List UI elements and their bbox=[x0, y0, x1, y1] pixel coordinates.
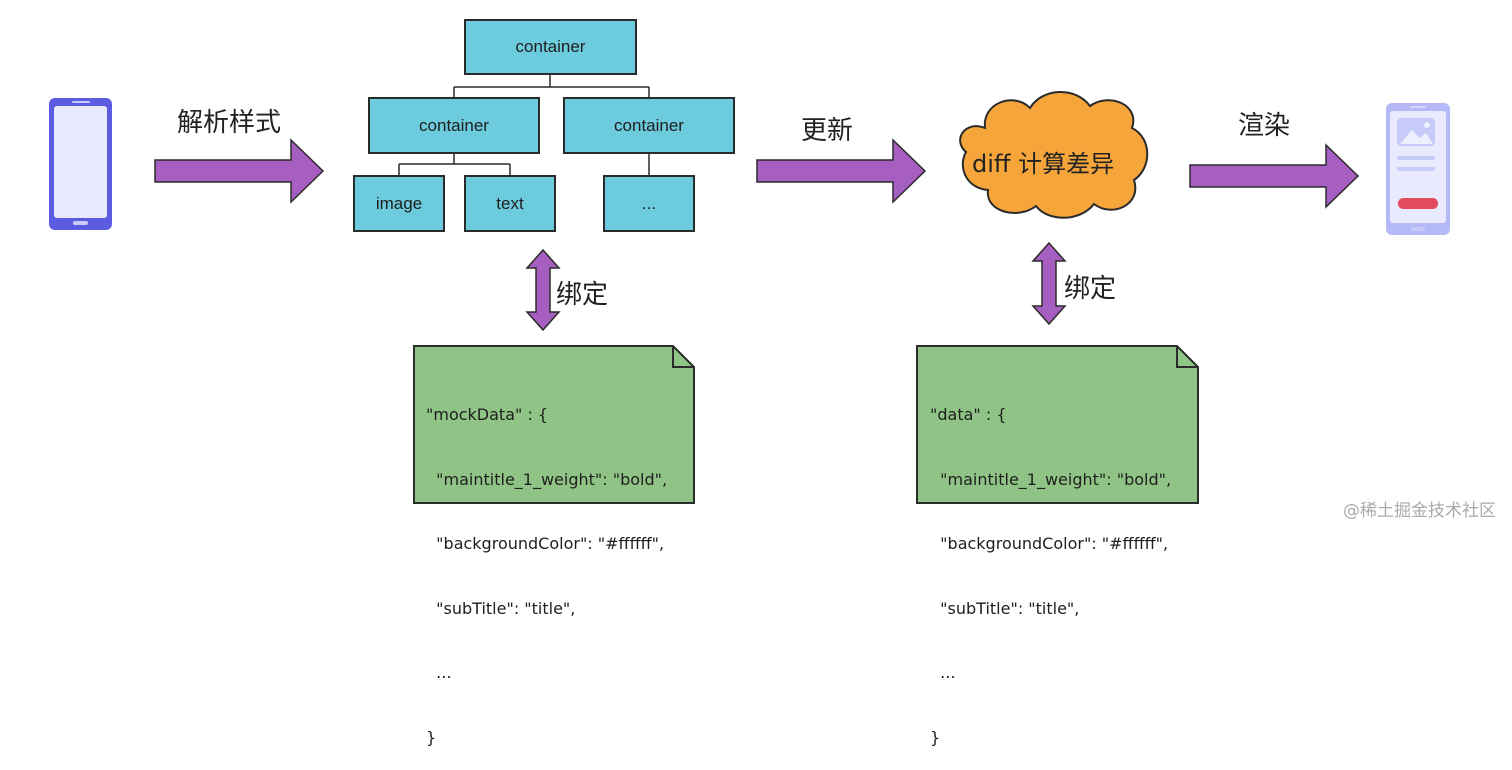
mock-data-line: "backgroundColor": "#ffffff", bbox=[426, 534, 665, 553]
ellipsis-node: ... bbox=[603, 175, 695, 232]
root-container-label: container bbox=[515, 37, 586, 56]
left-container-node: container bbox=[368, 97, 540, 154]
data-line: ... bbox=[930, 663, 956, 682]
data-line: "maintitle_1_weight": "bold", bbox=[930, 469, 1172, 489]
data-line: "data" : { bbox=[930, 405, 1007, 424]
mock-data-line: ... bbox=[426, 663, 452, 682]
ellipsis-node-label: ... bbox=[641, 193, 657, 213]
image-node-label: image bbox=[375, 193, 423, 213]
right-container-label: container bbox=[614, 115, 684, 135]
parse-style-label: 解析样式 bbox=[177, 108, 282, 138]
data-line: } bbox=[930, 727, 941, 747]
tree-connectors bbox=[398, 74, 650, 176]
bind-arrow-right bbox=[1031, 241, 1067, 326]
bind-arrow-left bbox=[525, 248, 561, 332]
mock-data-line: "mockData" : { bbox=[426, 405, 549, 424]
mock-data-line: "maintitle_1_weight": "bold", bbox=[426, 469, 668, 489]
diagram-canvas bbox=[49, 74, 1450, 504]
image-node: image bbox=[353, 175, 445, 232]
mock-data-note-text: "mockData" : { "maintitle_1_weight": "bo… bbox=[426, 361, 667, 770]
data-line: "subTitle": "title", bbox=[930, 598, 1080, 618]
mock-data-note-fold bbox=[672, 346, 694, 368]
rendered-phone-icon bbox=[1386, 103, 1450, 235]
bind-label-right: 绑定 bbox=[1064, 274, 1117, 304]
mock-data-line: "subTitle": "title", bbox=[426, 598, 576, 618]
root-container-node: container bbox=[464, 19, 637, 75]
render-label: 渲染 bbox=[1238, 111, 1291, 141]
data-line: "backgroundColor": "#ffffff", bbox=[930, 534, 1169, 553]
right-container-node: container bbox=[563, 97, 735, 154]
mock-data-note-shape bbox=[413, 345, 695, 504]
phone-icon bbox=[49, 98, 112, 230]
diff-cloud-shape bbox=[959, 91, 1149, 219]
data-note-fold bbox=[1176, 346, 1198, 368]
render-arrow bbox=[1189, 143, 1360, 209]
data-note-text: "data" : { "maintitle_1_weight": "bold",… bbox=[930, 361, 1171, 770]
parse-style-arrow bbox=[154, 138, 325, 204]
update-label: 更新 bbox=[801, 116, 854, 146]
data-note-shape bbox=[916, 345, 1199, 504]
mock-data-line: } bbox=[426, 727, 437, 747]
diff-cloud-label: diff 计算差异 bbox=[972, 150, 1115, 178]
bind-label-left: 绑定 bbox=[556, 280, 609, 310]
text-node: text bbox=[464, 175, 556, 232]
left-container-label: container bbox=[419, 115, 489, 135]
watermark: @稀土掘金技术社区 bbox=[1343, 501, 1496, 521]
update-arrow bbox=[756, 138, 927, 204]
text-node-label: text bbox=[496, 193, 524, 213]
